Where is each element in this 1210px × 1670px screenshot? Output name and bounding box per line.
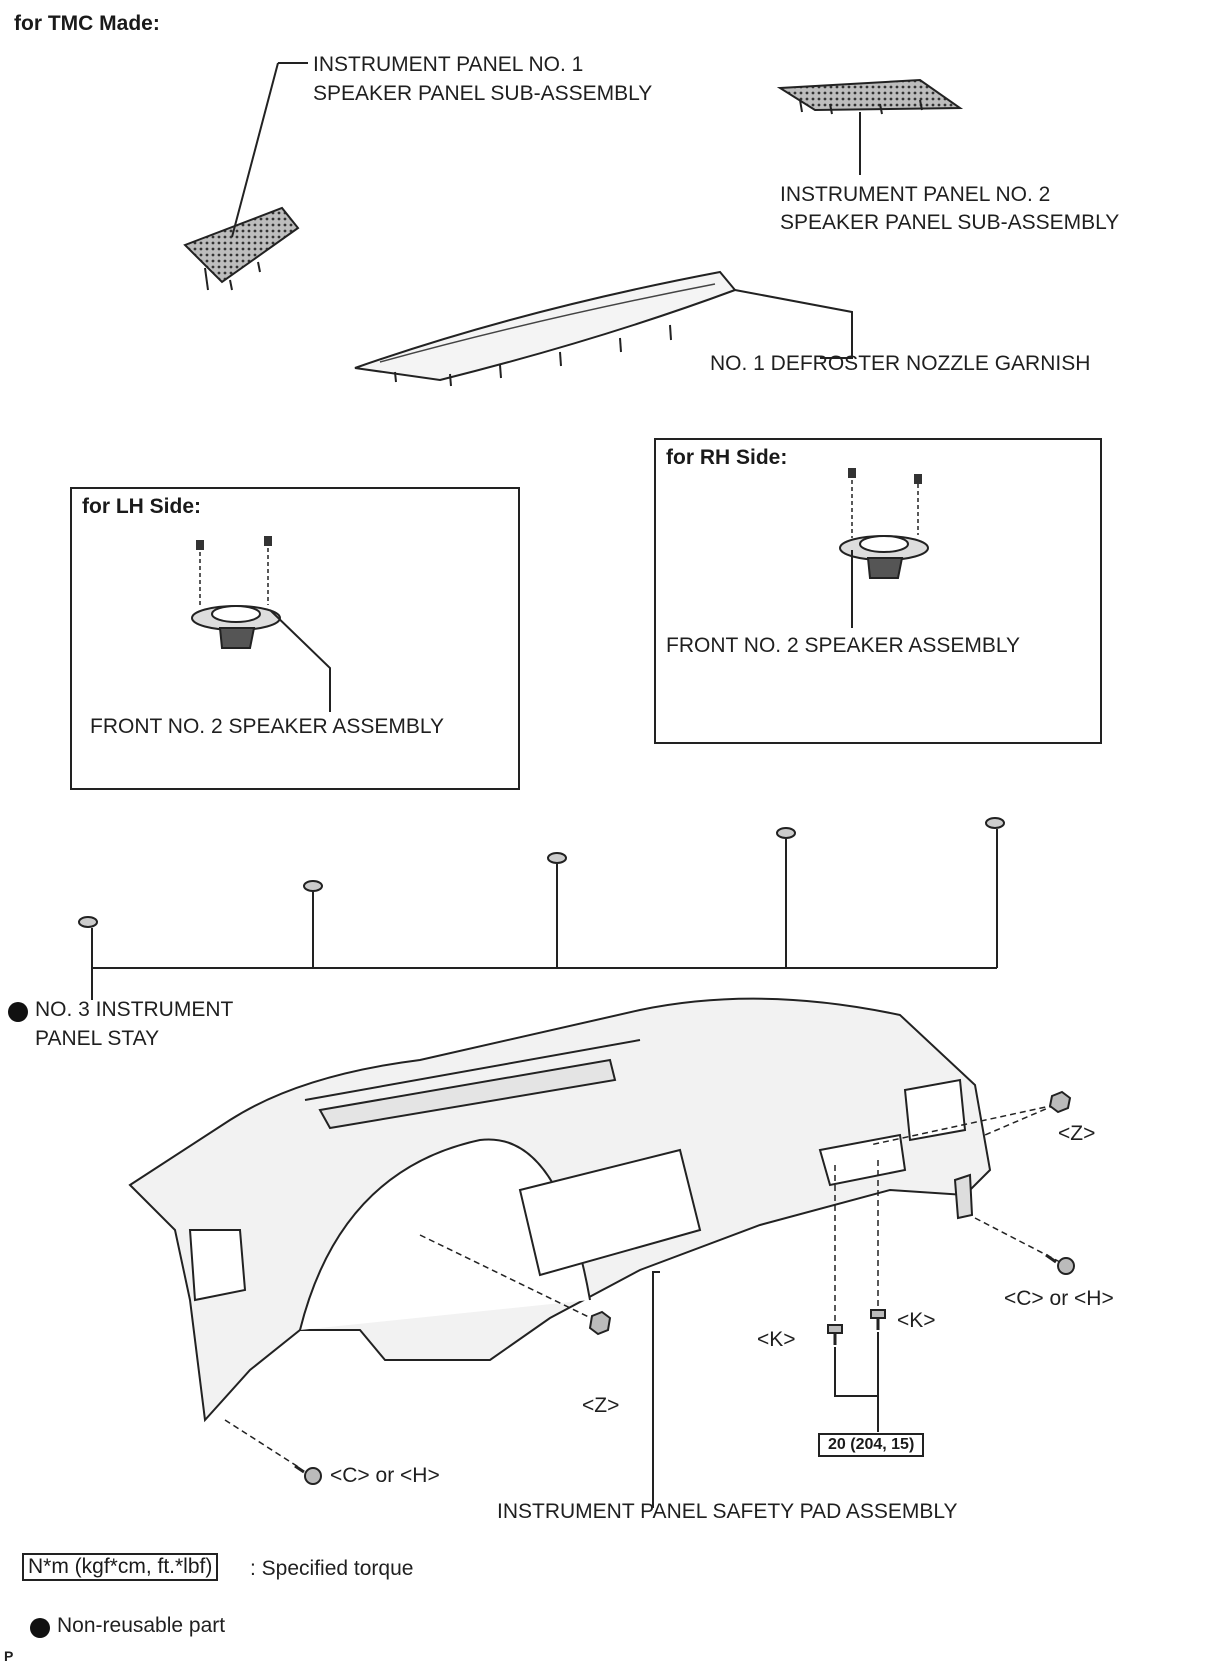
safety-pad-label: INSTRUMENT PANEL SAFETY PAD ASSEMBLY (497, 1500, 958, 1523)
defroster-garnish-drawing (354, 270, 853, 387)
legend-torque-box: N*m (kgf*cm, ft.*lbf) (22, 1553, 219, 1581)
nonreusable-mark-icon (8, 1002, 28, 1022)
speaker-panel-no2-label-line2: SPEAKER PANEL SUB-ASSEMBLY (780, 211, 1120, 234)
rh-speaker-drawing (839, 468, 929, 628)
lh-speaker-label: FRONT NO. 2 SPEAKER ASSEMBLY (90, 715, 444, 738)
defroster-garnish-label: NO. 1 DEFROSTER NOZZLE GARNISH (710, 352, 1091, 375)
speaker-panel-no1-label-line1: INSTRUMENT PANEL NO. 1 (313, 53, 584, 76)
fastener-drawings (224, 1090, 1075, 1508)
speaker-panel-no1-label-line2: SPEAKER PANEL SUB-ASSEMBLY (313, 82, 653, 105)
legend-nonreusable-icon (30, 1618, 50, 1638)
lh-side-heading: for LH Side: (82, 495, 201, 518)
speaker-panel-no1-drawing (183, 62, 308, 291)
legend-nonreusable-text: Non-reusable part (57, 1614, 226, 1637)
rh-side-box: for RH Side: FRONT NO. 2 SPEAKER ASSEMBL… (654, 438, 1102, 744)
rh-side-heading: for RH Side: (666, 446, 788, 469)
fastener-z-bottom-label: <Z> (582, 1394, 620, 1417)
panel-stay-clips (78, 817, 1005, 1000)
rh-speaker-label: FRONT NO. 2 SPEAKER ASSEMBLY (666, 634, 1020, 657)
panel-stay-label-line1: NO. 3 INSTRUMENT (35, 998, 234, 1021)
speaker-panel-no2-drawing (776, 78, 964, 175)
speaker-panel-no2-label-line1: INSTRUMENT PANEL NO. 2 (780, 183, 1051, 206)
fastener-ch-left-label: <C> or <H> (330, 1464, 440, 1487)
legend-torque-text: : Specified torque (250, 1557, 414, 1580)
panel-stay-label-line2: PANEL STAY (35, 1027, 160, 1050)
lh-side-box: for LH Side: FRONT NO. 2 SPEAKER ASSEMBL… (70, 487, 520, 790)
safety-pad-drawing (128, 997, 992, 1423)
fastener-k-right-label: <K> (897, 1309, 936, 1332)
fastener-z-top-label: <Z> (1058, 1122, 1096, 1145)
page-title: for TMC Made: (14, 12, 160, 35)
fastener-k-left-label: <K> (757, 1328, 796, 1351)
corner-mark: P (4, 1648, 14, 1664)
lh-speaker-drawing (191, 536, 331, 712)
fastener-ch-right-label: <C> or <H> (1004, 1287, 1114, 1310)
torque-spec-box: 20 (204, 15) (818, 1433, 925, 1457)
